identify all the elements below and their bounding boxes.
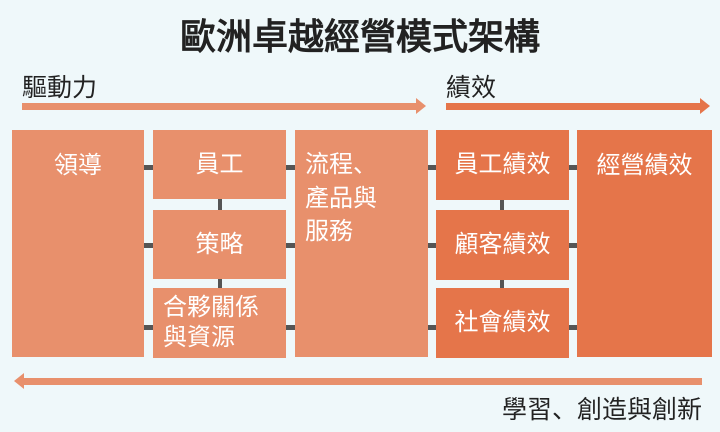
partnerships-label-line1: 合夥關係 xyxy=(163,293,259,321)
processes-label-line3: 服務 xyxy=(305,217,353,246)
connector xyxy=(569,243,577,248)
leadership-label: 領導 xyxy=(54,151,102,179)
connector xyxy=(428,243,436,248)
drivers-arrow-line xyxy=(22,103,418,110)
connector xyxy=(144,165,153,170)
people-box: 員工 xyxy=(153,130,286,199)
connector xyxy=(218,199,222,210)
connector xyxy=(144,325,153,330)
connector xyxy=(500,280,504,288)
feedback-arrow-line xyxy=(23,378,702,385)
society-results-label: 社會績效 xyxy=(454,308,551,337)
connector xyxy=(286,165,295,170)
results-arrow-head-icon xyxy=(700,98,710,114)
connector xyxy=(428,325,436,330)
connector xyxy=(286,243,295,248)
processes-label-line2: 產品與 xyxy=(305,183,377,212)
connector xyxy=(428,165,436,170)
results-arrow-line xyxy=(446,103,702,110)
feedback-arrow-head-icon xyxy=(14,373,24,389)
leadership-box: 領導 xyxy=(12,130,144,357)
connector xyxy=(569,165,577,170)
business-results-label: 經營績效 xyxy=(596,151,693,179)
people-results-box: 員工績效 xyxy=(436,130,569,200)
processes-box: 流程、 產品與 服務 xyxy=(295,130,428,357)
society-results-box: 社會績效 xyxy=(436,288,569,358)
connector xyxy=(500,200,504,210)
connector xyxy=(569,325,577,330)
connector xyxy=(144,243,153,248)
connector xyxy=(286,325,295,330)
partnerships-label-line2: 與資源 xyxy=(163,323,235,351)
connector xyxy=(218,279,222,288)
customer-results-label: 顧客績效 xyxy=(454,230,551,259)
drivers-label: 驅動力 xyxy=(22,73,98,102)
people-label: 員工 xyxy=(195,149,244,178)
processes-label-line1: 流程、 xyxy=(305,150,377,178)
partnerships-box: 合夥關係 與資源 xyxy=(153,288,286,358)
diagram-title: 歐洲卓越經營模式架構 xyxy=(179,17,540,58)
strategy-label: 策略 xyxy=(195,229,244,258)
strategy-box: 策略 xyxy=(153,210,286,279)
drivers-arrow-head-icon xyxy=(416,98,426,114)
feedback-label: 學習、創造與創新 xyxy=(501,395,702,424)
people-results-label: 員工績效 xyxy=(454,150,551,179)
results-label: 績效 xyxy=(446,73,497,102)
business-results-box: 經營績效 xyxy=(577,130,712,357)
customer-results-box: 顧客績效 xyxy=(436,210,569,280)
